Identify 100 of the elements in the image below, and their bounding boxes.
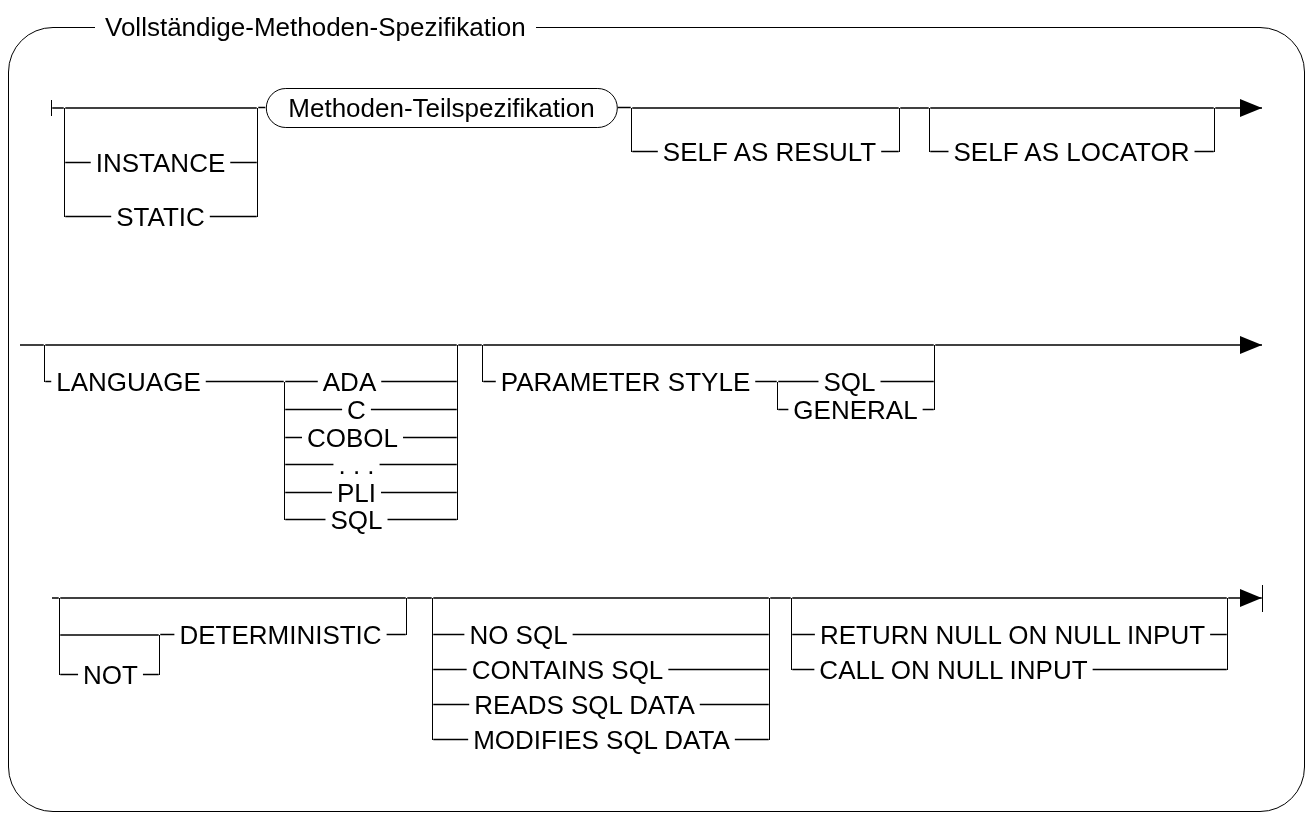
track-junction-line bbox=[1261, 584, 1264, 612]
track-line bbox=[482, 344, 935, 346]
keyword-label: DETERMINISTIC bbox=[174, 620, 387, 649]
track-junction-line bbox=[431, 597, 434, 740]
keyword-label: SQL bbox=[325, 505, 388, 534]
track-line bbox=[385, 633, 407, 636]
track-line bbox=[667, 668, 770, 671]
track-line bbox=[402, 436, 458, 439]
keyword-label: . . . bbox=[333, 450, 380, 479]
track-line bbox=[380, 380, 458, 383]
track-junction-line bbox=[63, 107, 66, 217]
track-junction-line bbox=[50, 99, 53, 116]
arrow bbox=[1227, 589, 1263, 607]
keyword-label: C bbox=[342, 395, 371, 424]
track-line bbox=[457, 344, 483, 346]
track-line bbox=[64, 215, 112, 218]
track-junction-line bbox=[776, 381, 779, 410]
keyword-label: NO SQL bbox=[464, 620, 573, 649]
track-line bbox=[769, 597, 792, 599]
track-line bbox=[432, 738, 469, 741]
track-junction-line bbox=[928, 107, 931, 152]
keyword-label: LANGUAGE bbox=[51, 367, 206, 396]
keyword-label: NOT bbox=[78, 660, 143, 689]
track-line bbox=[386, 518, 458, 521]
track-line bbox=[370, 408, 458, 411]
arrow bbox=[934, 336, 1263, 354]
track-line bbox=[879, 380, 935, 383]
track-line bbox=[284, 518, 327, 521]
track-line bbox=[734, 738, 770, 741]
track-line bbox=[59, 673, 79, 676]
track-line bbox=[59, 597, 407, 599]
track-line bbox=[284, 491, 333, 494]
track-line bbox=[378, 463, 458, 466]
track-junction-line bbox=[158, 634, 161, 675]
track-line bbox=[406, 597, 433, 599]
track-junction-line bbox=[283, 381, 286, 520]
track-line bbox=[284, 380, 319, 383]
track-line bbox=[699, 703, 770, 706]
track-junction-line bbox=[405, 597, 408, 635]
track-line bbox=[880, 150, 900, 153]
keyword-label: CALL ON NULL INPUT bbox=[814, 655, 1093, 684]
track-line bbox=[571, 633, 770, 636]
keyword-label: ADA bbox=[317, 367, 382, 396]
track-line bbox=[791, 597, 1228, 599]
arrow bbox=[1214, 99, 1263, 117]
track-line bbox=[44, 380, 52, 383]
keyword-label: RETURN NULL ON NULL INPUT bbox=[814, 620, 1211, 649]
keyword-label: CONTAINS SQL bbox=[466, 655, 669, 684]
track-line bbox=[754, 380, 778, 383]
track-line bbox=[64, 107, 258, 109]
keyword-label: SELF AS RESULT bbox=[657, 137, 882, 166]
track-line bbox=[284, 463, 335, 466]
track-line bbox=[51, 597, 60, 599]
keyword-label: SELF AS LOCATOR bbox=[948, 137, 1195, 166]
track-junction-line bbox=[898, 107, 901, 152]
track-line bbox=[777, 380, 820, 383]
keyword-label: PLI bbox=[332, 478, 381, 507]
track-line bbox=[284, 408, 343, 411]
keyword-label: GENERAL bbox=[788, 395, 923, 424]
track-junction-line bbox=[1226, 597, 1229, 670]
track-line bbox=[631, 150, 659, 153]
keyword-label: STATIC bbox=[111, 202, 210, 231]
track-line bbox=[59, 634, 160, 636]
keyword-label: MODIFIES SQL DATA bbox=[468, 725, 735, 754]
track-line bbox=[432, 633, 466, 636]
track-junction-line bbox=[43, 344, 46, 382]
track-line bbox=[791, 668, 816, 671]
keyword-label: PARAMETER STYLE bbox=[495, 367, 756, 396]
track-junction-line bbox=[768, 597, 771, 740]
track-line bbox=[257, 106, 267, 109]
track-line bbox=[1193, 150, 1215, 153]
track-junction-line bbox=[630, 107, 633, 152]
keyword-label: INSTANCE bbox=[90, 148, 231, 177]
track-line bbox=[205, 380, 285, 383]
track-line bbox=[929, 107, 1215, 109]
track-line bbox=[209, 215, 258, 218]
track-junction-line bbox=[256, 107, 259, 217]
track-line bbox=[432, 597, 770, 599]
track-junction-line bbox=[456, 344, 459, 520]
track-junction-line bbox=[1213, 107, 1216, 152]
track-line bbox=[791, 633, 816, 636]
track-line bbox=[229, 161, 258, 164]
track-line bbox=[159, 633, 176, 636]
track-line bbox=[929, 150, 950, 153]
track-line bbox=[51, 107, 65, 109]
track-junction-line bbox=[933, 344, 936, 410]
track-line bbox=[631, 107, 900, 109]
track-line bbox=[899, 107, 930, 109]
track-line bbox=[1091, 668, 1228, 671]
track-line bbox=[380, 491, 458, 494]
track-line bbox=[44, 344, 458, 346]
track-line bbox=[432, 668, 468, 671]
keyword-label: READS SQL DATA bbox=[469, 690, 700, 719]
track-line bbox=[432, 703, 470, 706]
track-line bbox=[19, 344, 45, 346]
track-junction-line bbox=[790, 597, 793, 670]
track-junction-line bbox=[58, 597, 61, 675]
keyword-label: SQL bbox=[818, 367, 881, 396]
track-junction-line bbox=[481, 344, 484, 382]
track-line bbox=[64, 161, 92, 164]
